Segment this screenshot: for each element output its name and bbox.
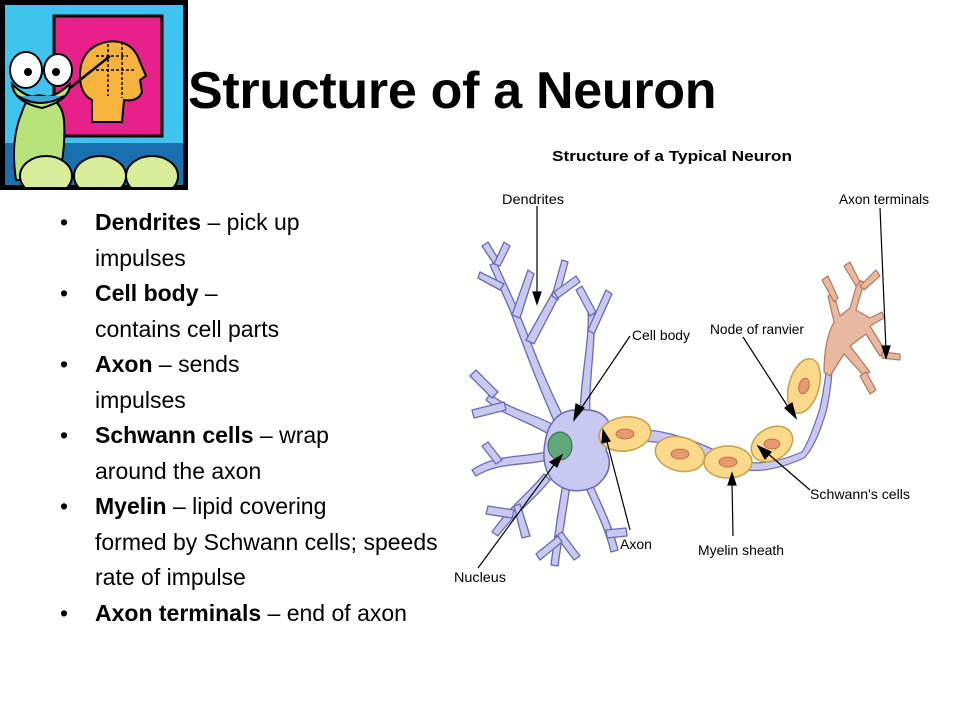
schwann-cell [598, 416, 652, 452]
schwann-cell [786, 358, 822, 414]
label-node-of-ranvier: Node of ranvier [710, 321, 804, 337]
bullet-first-line: Axon terminals – end of axon [95, 596, 500, 632]
bullet-description: – sends [152, 351, 240, 377]
bullet-continuation: rate of impulse [95, 564, 246, 590]
bullet-continuation: impulses [95, 386, 186, 413]
bullet-continuation: impulses [95, 244, 186, 271]
label-schwanns-cells: Schwann's cells [810, 486, 910, 502]
axon-terminal-branches [821, 261, 901, 395]
bullet-dot-icon: • [60, 280, 69, 306]
schwann-cell [703, 445, 753, 479]
slide-title: Structure of a Neuron [188, 62, 717, 120]
bullet-description: – end of axon [261, 599, 407, 626]
bullet-continuation: contains cell parts [95, 315, 280, 342]
bullet-first-line: Dendrites – pick up [95, 205, 500, 241]
bullet-item: • Dendrites – pick up impulses [60, 205, 500, 276]
bullet-first-line: Schwann cells – wrap [95, 418, 500, 454]
bullet-term: Schwann cells [95, 422, 254, 448]
bullet-term: Myelin [95, 493, 167, 519]
bullet-first-line: Cell body – [95, 276, 500, 312]
bullet-continuation: around the axon [95, 457, 262, 484]
bullet-item: • Axon – sends impulses [60, 347, 500, 418]
bullet-term: Axon [95, 351, 153, 377]
bullet-item: • Axon terminals – end of axon [60, 596, 500, 632]
bullet-list: • Dendrites – pick up impulses • Cell body –… [60, 205, 500, 631]
label-myelin-sheath: Myelin sheath [698, 542, 784, 558]
bullet-description: – [198, 280, 218, 306]
bullet-first-line: Axon – sends [95, 347, 500, 383]
bullet-description: – lipid covering [166, 493, 327, 519]
bullet-dot-icon: • [60, 351, 69, 377]
bullet-dot-icon: • [60, 493, 69, 519]
label-axon: Axon [620, 536, 652, 552]
bullet-first-line: Myelin – lipid covering [95, 489, 500, 525]
neuron-diagram: Structure of a Typical Neuron [454, 148, 929, 585]
bullet-description: – wrap [253, 422, 329, 448]
bullet-dot-icon: • [60, 599, 69, 626]
frog-teacher-illustration [0, 0, 188, 190]
bullet-continuation: formed by Schwann cells; speeds [95, 528, 438, 555]
schwann-cell [654, 435, 706, 473]
bullet-dot-icon: • [60, 422, 69, 448]
bullet-item: • Schwann cells – wrap around the axon [60, 418, 500, 489]
label-nucleus: Nucleus [454, 569, 506, 585]
dendrites [469, 241, 628, 567]
label-axon-terminals: Axon terminals [839, 191, 929, 207]
bullet-item: • Cell body – contains cell parts [60, 276, 500, 347]
bullet-description: – pick up [201, 209, 300, 235]
bullet-term: Cell body [95, 280, 199, 306]
bullet-term: Dendrites [95, 209, 202, 235]
label-cell-body: Cell body [632, 327, 690, 343]
bullet-item: • Myelin – lipid covering formed by Schwan… [60, 489, 500, 596]
myelin-sheath [598, 358, 822, 479]
leader-lines [477, 206, 891, 569]
diagram-title: Structure of a Typical Neuron [552, 148, 792, 165]
bullet-dot-icon: • [60, 209, 69, 235]
bullet-term: Axon terminals [95, 599, 262, 626]
label-dendrites: Dendrites [502, 191, 564, 207]
